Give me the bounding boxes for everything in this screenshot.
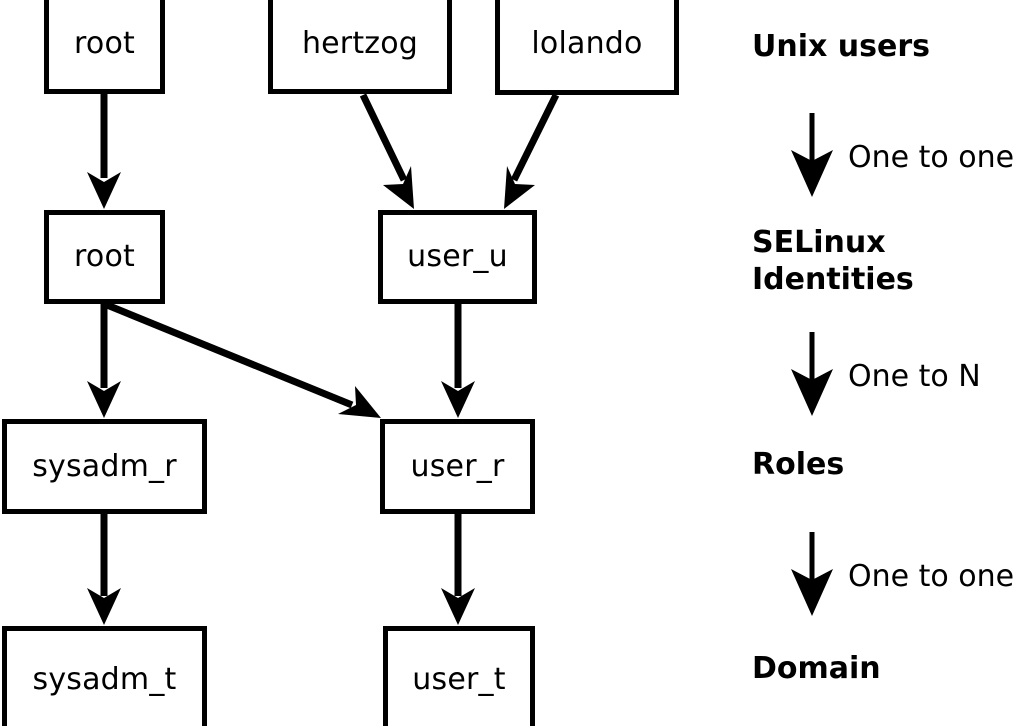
node-domain-user-t[interactable]: user_t: [383, 626, 535, 726]
edge-selroot-sysadmr: [87, 304, 121, 418]
legend-label-roles: Roles: [752, 447, 845, 482]
legend-note-one-to-one-users: One to one: [848, 140, 1015, 175]
node-label: sysadm_t: [32, 661, 177, 697]
node-domain-sysadm-t[interactable]: sysadm_t: [2, 626, 207, 726]
node-unix-lolando[interactable]: lolando: [495, 0, 679, 95]
edge-unixroot-selroot: [87, 94, 121, 209]
legend-arrow-2: [791, 332, 833, 416]
legend-arrow-1: [791, 113, 833, 197]
node-unix-root[interactable]: root: [44, 0, 165, 94]
node-role-sysadm-r[interactable]: sysadm_r: [2, 419, 207, 514]
edge-lolando-useru: [504, 93, 560, 209]
edge-useru-userr: [441, 304, 475, 418]
node-selinux-root[interactable]: root: [44, 210, 165, 304]
edge-userr-usert: [441, 514, 475, 625]
node-label: user_t: [412, 661, 506, 697]
edge-hertzog-useru: [359, 93, 414, 209]
legend-label-unix-users: Unix users: [752, 29, 931, 64]
legend-note-one-to-n: One to N: [848, 359, 981, 394]
legend-label-domain: Domain: [752, 651, 881, 686]
legend-note-one-to-one-domain: One to one: [848, 559, 1015, 594]
node-label: sysadm_r: [32, 448, 177, 484]
legend-label-selinux-identities-line1: SELinux: [752, 225, 886, 260]
node-label: lolando: [531, 26, 643, 61]
node-label: root: [74, 25, 135, 61]
node-selinux-user-u[interactable]: user_u: [378, 210, 537, 304]
node-role-user-r[interactable]: user_r: [380, 419, 535, 514]
node-label: user_r: [410, 448, 505, 484]
node-label: root: [74, 239, 135, 274]
legend-label-selinux-identities-line2: Identities: [752, 262, 914, 297]
node-label: user_u: [407, 239, 508, 274]
node-label: hertzog: [301, 25, 419, 61]
legend-arrow-3: [791, 532, 833, 616]
node-unix-hertzog[interactable]: hertzog: [268, 0, 452, 94]
edge-sysadmr-sysadmt: [87, 514, 121, 625]
edge-selroot-userr: [105, 301, 381, 418]
